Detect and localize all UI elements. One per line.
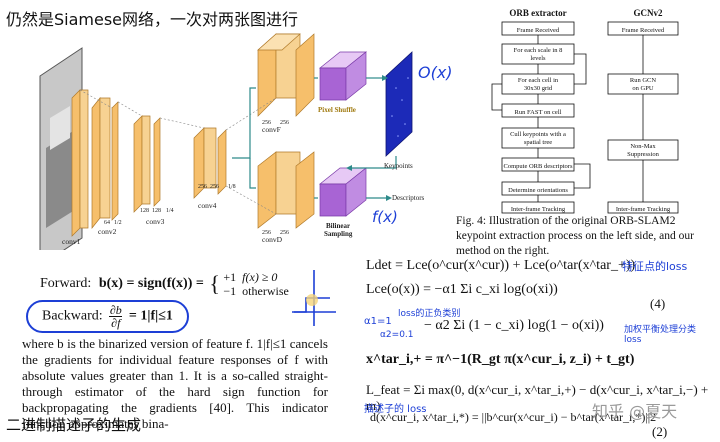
hand-note-det-loss: 特征点的loss xyxy=(622,258,687,274)
eq-lce-2: − α2 Σi (1 − c_xi) log(1 − o(xi)) xyxy=(424,318,604,334)
backward-formula: Backward: ∂b∂f = 1|f|≤1 xyxy=(26,300,189,333)
label-convD: convD xyxy=(262,235,283,244)
scale-14: 1/4 xyxy=(166,208,174,214)
caption-top: 仍然是Siamese网络，一次对两张图进行 xyxy=(6,6,298,30)
forward-label: Forward: xyxy=(40,276,91,291)
ch-128a: 128 xyxy=(140,208,149,214)
label-conv1: conv1 xyxy=(62,237,81,246)
scale-18: 1/8 xyxy=(228,184,236,190)
flow-box-scale-line1: For each scale in 8 xyxy=(514,47,563,54)
keypoint-map xyxy=(386,52,412,156)
flow-box-gcn-line2: on GPU xyxy=(632,85,653,92)
flow-box-cell-line1: For each cell in xyxy=(518,77,559,84)
hand-note-balance: 加权平衡处理分类 loss xyxy=(624,322,716,345)
hand-note-desc-loss: 描述子的 loss xyxy=(364,400,427,415)
bilinear-sampling-cube xyxy=(320,168,366,216)
forward-case1: +1 f(x) ≥ 0 xyxy=(223,270,277,284)
eq-number-2: (2) xyxy=(652,424,667,440)
ch-256c: 256 xyxy=(262,120,271,126)
flow-box-cull-line2: spatial tree xyxy=(524,139,552,146)
flow-right-title: GCNv2 xyxy=(634,8,663,18)
flow-box-orb: Compute ORB descriptors xyxy=(504,163,573,170)
ch-256b: 256 xyxy=(210,184,219,190)
flow-box-tracking-right: Inter-frame Tracking xyxy=(616,206,671,213)
flow-box-orient: Determine orientations xyxy=(508,187,568,194)
label-pixel-shuffle: Pixel Shuffle xyxy=(318,106,356,114)
flow-box-fast: Run FAST on cell xyxy=(515,109,562,116)
label-conv3: conv3 xyxy=(146,217,165,226)
flow-box-gcn-line1: Run GCN xyxy=(630,77,656,84)
eq-lce-1: Lce(o(x)) = −α1 Σi c_xi log(o(xi)) xyxy=(366,282,558,298)
eq-ldet: Ldet = Lce(o^cur(x^cur)) + Lce(o^tar(x^t… xyxy=(366,258,635,274)
flow-box-frame-received-right: Frame Received xyxy=(622,27,665,34)
network-diagram: conv1 conv2 conv3 conv4 convF convD 64 1… xyxy=(0,28,455,250)
forward-case2: −1 otherwise xyxy=(223,284,288,298)
label-descriptors: Descriptors xyxy=(392,194,425,202)
flow-box-cell-line2: 30x30 grid xyxy=(524,85,553,92)
label-conv4: conv4 xyxy=(198,201,217,210)
flow-box-scale-line2: levels xyxy=(530,55,546,62)
flow-box-tracking-left: Inter-frame Tracking xyxy=(511,206,566,213)
figure-caption: Fig. 4: Illustration of the original ORB… xyxy=(456,214,714,259)
label-convF: convF xyxy=(262,125,281,134)
ch-256a: 256 xyxy=(198,184,207,190)
ch-256d: 256 xyxy=(280,120,289,126)
sign-sketch xyxy=(290,268,340,328)
flow-box-frame-received: Frame Received xyxy=(517,27,560,34)
ch-64a: 64 xyxy=(104,220,110,226)
label-conv2: conv2 xyxy=(98,227,117,236)
scale-12: 1/2 xyxy=(114,220,122,226)
label-sampling: Sampling xyxy=(324,230,353,238)
label-keypoints: Keypoints xyxy=(384,162,413,170)
hand-note-alpha2: α2=0.1 xyxy=(380,330,414,340)
backward-expr: = 1|f|≤1 xyxy=(129,309,173,324)
flow-left-title: ORB extractor xyxy=(509,8,566,18)
label-bilinear: Bilinear xyxy=(326,222,350,230)
hand-note-alpha1: α1=1 xyxy=(364,316,392,327)
ch-256e: 256 xyxy=(262,230,271,236)
caption-bottom: 二进制描述子的生成 xyxy=(6,414,141,435)
eq-number-4: (4) xyxy=(650,296,665,312)
annot-ox: O(x) xyxy=(418,63,453,82)
flow-box-cull-line1: Cull keypoints with a xyxy=(510,131,566,138)
ch-256f: 256 xyxy=(280,230,289,236)
forward-expr: b(x) = sign(f(x)) = xyxy=(99,276,204,291)
forward-formula: Forward: b(x) = sign(f(x)) = { +1 f(x) ≥… xyxy=(40,270,289,298)
eq-warp: x^tar_i,+ = π^−1(R_gt π(x^cur_i, z_i) + … xyxy=(366,352,634,368)
pixel-shuffle-cube xyxy=(320,52,366,100)
backward-label: Backward: xyxy=(42,309,103,324)
hand-note-sign: loss的正负类别 xyxy=(398,306,460,319)
watermark: 知乎 @夏天 xyxy=(592,398,677,422)
orb-flowchart: ORB extractor GCNv2 Frame Received For e… xyxy=(470,2,718,214)
ch-128b: 128 xyxy=(152,208,161,214)
annot-fx: f(x) xyxy=(372,208,398,226)
flow-box-nms-line2: Suppression xyxy=(627,151,660,158)
flow-box-nms-line1: Non-Max xyxy=(630,143,656,150)
